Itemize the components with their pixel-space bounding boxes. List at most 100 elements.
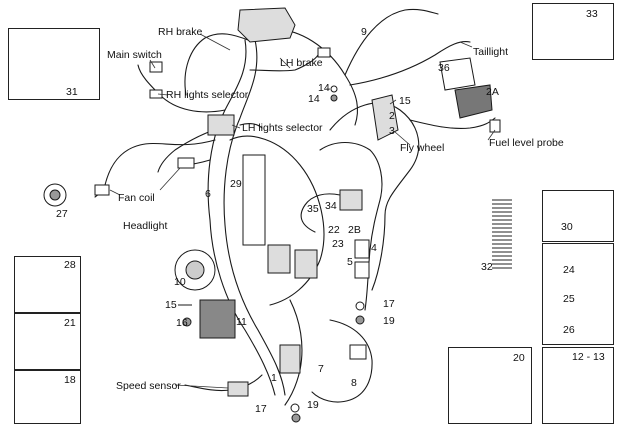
part-8: 8	[351, 377, 357, 389]
part-17b: 17	[255, 403, 267, 415]
harness-trunk-2	[223, 39, 286, 396]
part-19b: 19	[307, 399, 319, 411]
harness-lh-brake	[249, 54, 319, 72]
panel-18	[14, 370, 81, 424]
headlight-plug	[177, 157, 195, 169]
part-22: 22	[328, 224, 340, 236]
connector-5	[354, 261, 370, 279]
speed-sensor-body	[227, 381, 249, 397]
part-27: 27	[56, 208, 68, 220]
harness-fan-coil	[94, 139, 216, 198]
label-main-switch: Main switch	[107, 49, 162, 61]
harness-tail	[264, 28, 359, 126]
harness-speed-sensor	[184, 374, 263, 392]
label-taillight: Taillight	[473, 46, 509, 58]
part-1: 1	[271, 372, 277, 384]
panel-33	[532, 3, 614, 60]
washer-19b	[291, 413, 301, 423]
part-17a: 17	[383, 298, 395, 310]
panel-30	[542, 190, 614, 242]
harness-tail-3	[349, 41, 471, 86]
regulator	[199, 299, 236, 339]
label-fly-wheel: Fly wheel	[400, 142, 445, 154]
part-32: 32	[481, 261, 493, 273]
harness-lower-right	[311, 319, 373, 403]
top-connector-block	[237, 7, 296, 43]
sensor-1	[279, 344, 301, 374]
part-36: 36	[438, 62, 450, 74]
part-15b: 15	[165, 299, 177, 311]
panel-28	[14, 256, 81, 313]
main-switch-plug	[149, 61, 163, 73]
part-28: 28	[64, 259, 76, 271]
label-speed-sensor: Speed sensor	[116, 380, 181, 392]
bracket-36	[439, 57, 476, 91]
relay-34	[339, 189, 363, 211]
fuel-probe-plug	[489, 119, 501, 133]
part-19a: 19	[383, 315, 395, 327]
part-3: 3	[389, 125, 395, 137]
part-34: 34	[325, 200, 337, 212]
label-fuel-level-probe: Fuel level probe	[489, 137, 564, 149]
panel-31	[8, 28, 100, 100]
harness-fuel	[409, 117, 496, 129]
part-14b: 14	[308, 93, 320, 105]
connector-8	[349, 344, 367, 360]
washer-19	[355, 315, 365, 325]
cap-27-inner	[49, 189, 61, 201]
part-23: 23	[332, 238, 344, 250]
part-29: 29	[230, 178, 242, 190]
label-rh-brake: RH brake	[158, 26, 203, 38]
label-lh-brake: LH brake	[280, 57, 323, 69]
label-rh-lights-selector: RH lights selector	[166, 89, 249, 101]
harness-tail-2	[344, 8, 439, 76]
label-fan-coil: Fan coil	[118, 192, 155, 204]
panel-20	[448, 347, 532, 424]
decal-29	[242, 154, 266, 246]
part-24: 24	[563, 264, 575, 276]
lh-lights-selector-box	[207, 114, 235, 136]
part-20: 20	[513, 352, 525, 364]
washer-17	[355, 301, 365, 311]
horn-inner	[185, 260, 205, 280]
part-30: 30	[561, 221, 573, 233]
lh-brake-plug	[317, 47, 331, 58]
part-33: 33	[586, 8, 598, 20]
part-2b: 2B	[348, 224, 361, 236]
connector-2a	[454, 84, 493, 119]
harness-trunk	[207, 39, 276, 396]
harness-rh-brake	[184, 33, 249, 96]
part-15a: 15	[399, 95, 411, 107]
part-2: 2	[389, 110, 395, 122]
leader-lines	[109, 33, 496, 389]
harness-right-loop	[229, 135, 325, 306]
harness-35	[300, 193, 341, 233]
part-10: 10	[174, 276, 186, 288]
part-18: 18	[64, 374, 76, 386]
fan-coil-plug	[94, 184, 110, 196]
part-25: 25	[563, 293, 575, 305]
part-16: 16	[176, 317, 188, 329]
screw-16	[182, 317, 192, 327]
part-4: 4	[371, 242, 377, 254]
part-2a: 2A	[486, 86, 499, 98]
washer-14b	[330, 94, 338, 102]
panel-24-26	[542, 243, 614, 345]
part-26: 26	[563, 324, 575, 336]
panel-12-13	[542, 347, 614, 424]
part-7: 7	[318, 363, 324, 375]
connector-cluster-b	[294, 249, 318, 279]
part-35: 35	[307, 203, 319, 215]
connector-4	[354, 239, 370, 259]
label-32	[492, 199, 512, 269]
label-headlight: Headlight	[123, 220, 168, 232]
part-6: 6	[205, 188, 211, 200]
part-9: 9	[361, 26, 367, 38]
harness-lh-lights	[239, 123, 263, 129]
washer-14a	[330, 85, 338, 93]
connector-cluster-a	[267, 244, 291, 274]
panel-21	[14, 313, 81, 370]
part-31: 31	[66, 86, 78, 98]
part-14a: 14	[318, 82, 330, 94]
